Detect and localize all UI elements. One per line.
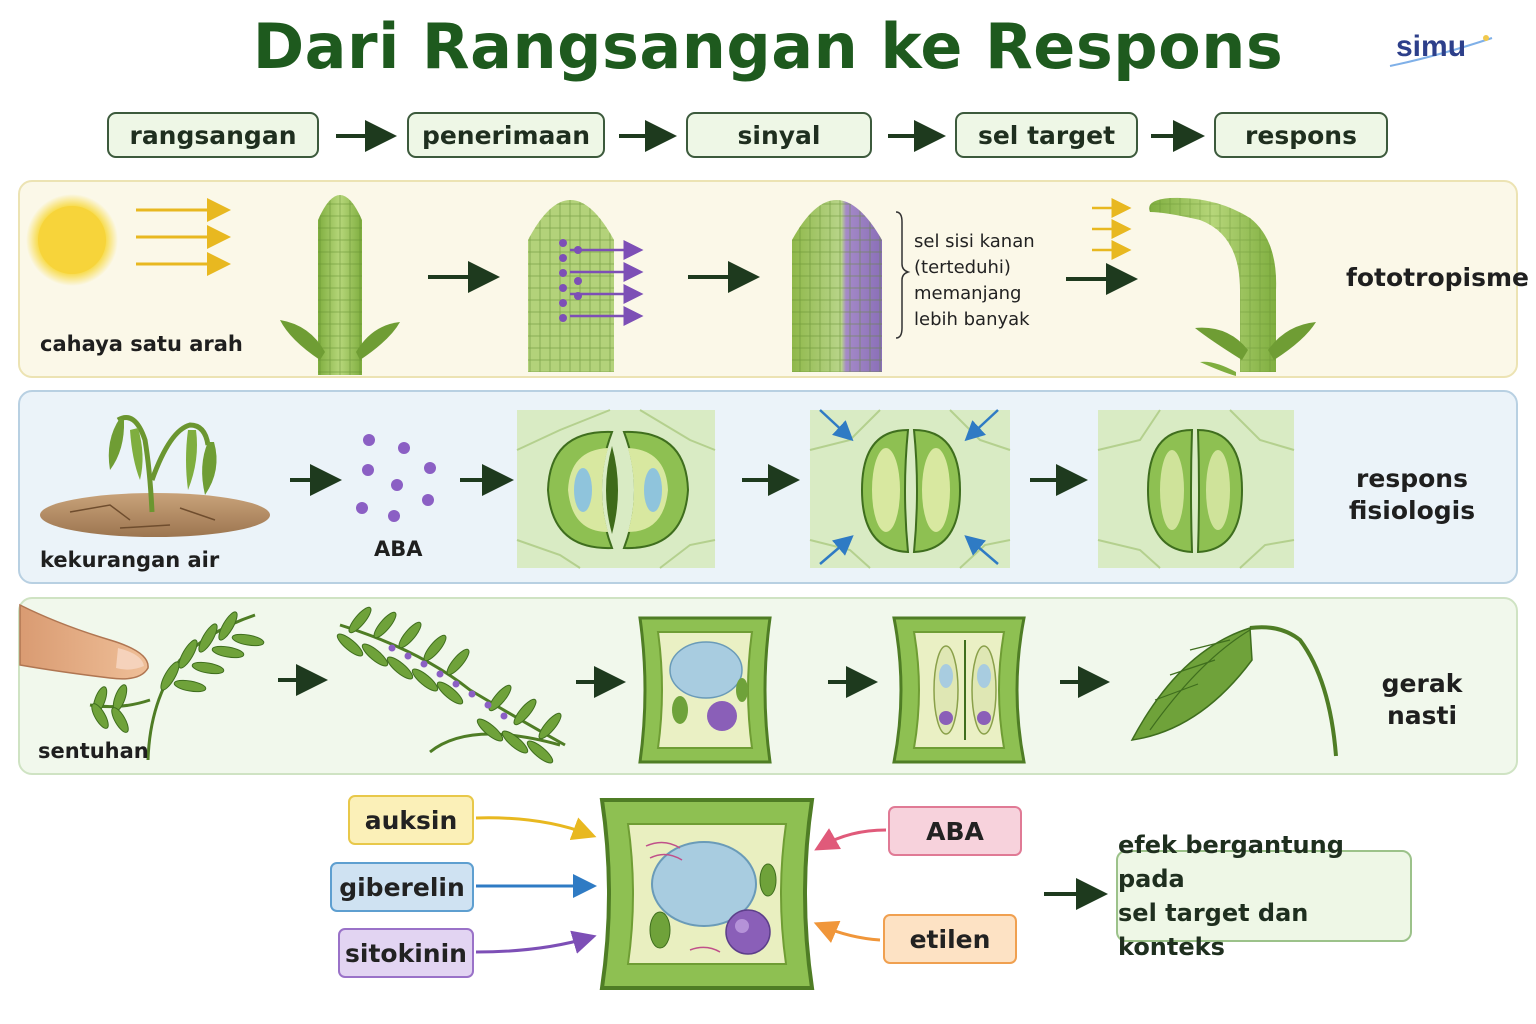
logo-text: simu bbox=[1396, 30, 1466, 63]
light-rays-icon bbox=[136, 198, 231, 276]
small-light-rays-icon bbox=[1092, 198, 1132, 260]
step-respons: respons bbox=[1214, 112, 1388, 158]
response-line: fisiologis bbox=[1348, 496, 1476, 525]
hormone-etilen: etilen bbox=[883, 914, 1017, 964]
elongation-note: sel sisi kanan (terteduhi) memanjang leb… bbox=[914, 229, 1035, 333]
aba-signal-label: ABA bbox=[374, 537, 423, 561]
hormone-auksin: auksin bbox=[348, 795, 474, 845]
elongating-cells-icon bbox=[792, 200, 882, 372]
simu-logo: simu bbox=[1389, 30, 1493, 67]
bent-plant-icon bbox=[1149, 197, 1316, 376]
water-stress-label: kekurangan air bbox=[40, 548, 220, 572]
effect-line: sel target dan konteks bbox=[1118, 899, 1309, 961]
finger-icon bbox=[19, 603, 149, 680]
wilted-plant-icon bbox=[40, 415, 270, 537]
closing-stomata-icon bbox=[809, 409, 1011, 569]
hormone-giberelin: giberelin bbox=[330, 862, 474, 912]
note-line: memanjang bbox=[914, 283, 1022, 304]
step-sinyal: sinyal bbox=[686, 112, 872, 158]
phototropism-label: fototropisme bbox=[1346, 263, 1529, 292]
etilen-arrow-icon bbox=[813, 920, 881, 943]
folded-leaf-icon bbox=[1130, 625, 1338, 757]
step-penerimaan: penerimaan bbox=[407, 112, 605, 158]
aba-molecules-icon bbox=[356, 434, 436, 522]
flaccid-cell-icon bbox=[892, 616, 1026, 764]
effect-line: efek bergantung pada bbox=[1118, 831, 1344, 893]
effect-box: efek bergantung pada sel target dan kont… bbox=[1116, 831, 1412, 961]
target-cell-icon bbox=[599, 798, 815, 990]
touch-stimulus-label: sentuhan bbox=[38, 739, 149, 763]
auxin-transport-icon bbox=[528, 200, 644, 372]
step-sel-target: sel target bbox=[955, 112, 1138, 158]
light-stimulus-label: cahaya satu arah bbox=[40, 332, 243, 356]
nastic-movement-label: gerak nasti bbox=[1381, 669, 1463, 730]
signal-leaf-icon bbox=[336, 606, 566, 764]
open-stomata-icon bbox=[516, 409, 716, 569]
hormone-sitokinin: sitokinin bbox=[338, 928, 474, 978]
page-title: Dari Rangsangan ke Respons bbox=[252, 10, 1284, 83]
turgid-cell-icon bbox=[638, 616, 772, 764]
response-line: respons bbox=[1356, 464, 1468, 493]
step-rangsangan: rangsangan bbox=[107, 112, 319, 158]
sitokinin-arrow-icon bbox=[475, 930, 597, 954]
note-line: (terteduhi) bbox=[914, 257, 1011, 278]
straight-shoot-icon bbox=[280, 195, 400, 375]
auksin-arrow-icon bbox=[475, 816, 597, 840]
note-line: sel sisi kanan bbox=[914, 231, 1035, 252]
hormone-aba: ABA bbox=[888, 806, 1022, 856]
brace-icon bbox=[895, 211, 911, 339]
aba-arrow-icon bbox=[814, 828, 887, 851]
closed-stomata-icon bbox=[1097, 409, 1295, 569]
mimosa-leaf-icon bbox=[89, 611, 265, 761]
physiological-response-label: respons fisiologis bbox=[1332, 463, 1492, 527]
note-line: lebih banyak bbox=[914, 309, 1030, 330]
